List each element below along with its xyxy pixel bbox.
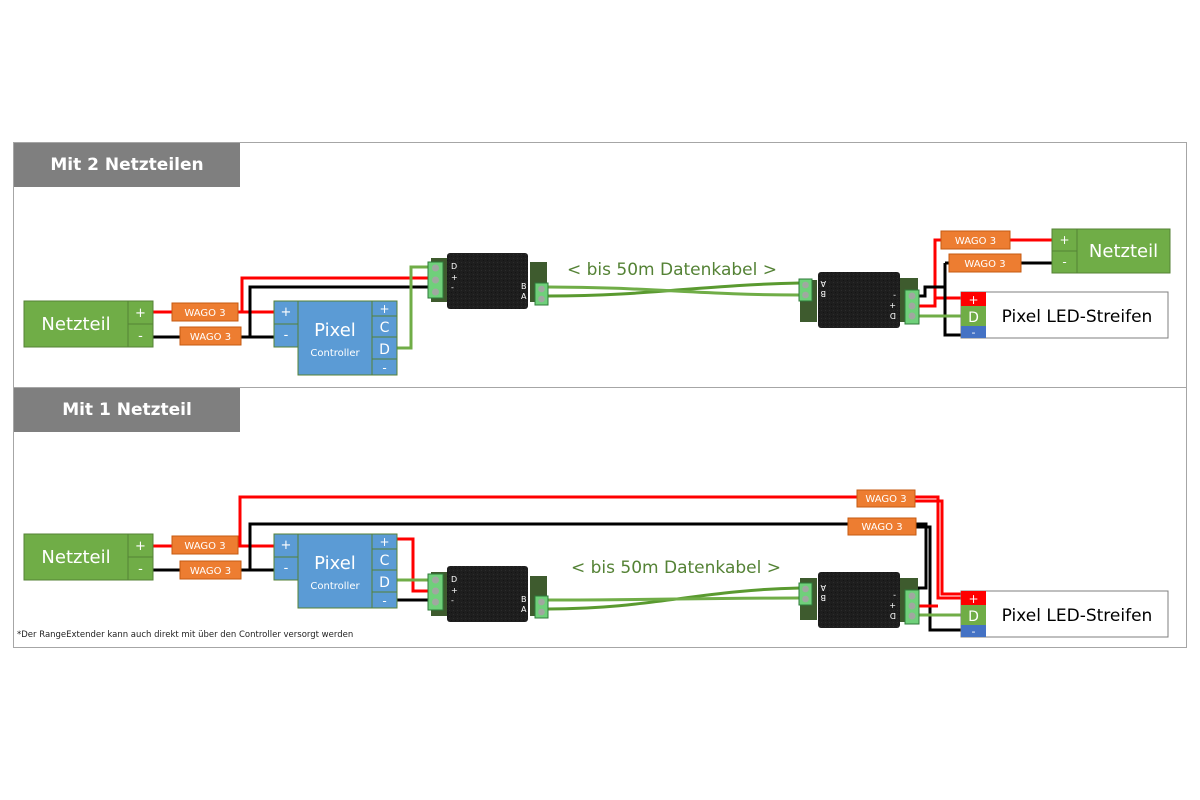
psu-plus-pin: + — [135, 306, 146, 321]
wires — [153, 238, 1052, 350]
wago-connector: WAGO 3 — [856, 489, 916, 508]
svg-text:WAGO 3: WAGO 3 — [184, 541, 225, 552]
svg-text:C: C — [380, 553, 390, 569]
data-cable-label: < bis 50m Datenkabel > — [567, 260, 777, 280]
svg-text:+: + — [281, 538, 292, 553]
svg-text:A: A — [521, 292, 527, 301]
section-title-two-psu: Mit 2 Netzteilen — [14, 143, 240, 187]
psu-label: Netzteil — [1089, 241, 1158, 262]
wire-red — [153, 495, 962, 600]
svg-text:WAGO 3: WAGO 3 — [955, 236, 996, 247]
psu-label: Netzteil — [41, 314, 110, 335]
svg-text:+: + — [451, 586, 458, 595]
wire-black — [153, 522, 962, 632]
wago-connector: WAGO 3 — [179, 326, 242, 346]
section-divider — [13, 387, 1187, 388]
svg-text:D: D — [968, 310, 979, 326]
diagram-frame — [13, 142, 1187, 648]
svg-text:-: - — [451, 596, 454, 605]
svg-text:B: B — [521, 282, 527, 291]
svg-text:+: + — [968, 592, 978, 606]
data-cable-label: < bis 50m Datenkabel > — [571, 558, 781, 578]
svg-text:+: + — [281, 305, 292, 320]
svg-text:WAGO 3: WAGO 3 — [190, 332, 231, 343]
range-extender-tx: D + - B A — [427, 566, 549, 622]
svg-text:A: A — [820, 583, 826, 592]
svg-text:A: A — [521, 605, 527, 614]
svg-text:C: C — [380, 320, 390, 336]
svg-text:-: - — [893, 591, 896, 600]
svg-text:A: A — [820, 279, 826, 288]
range-extender-tx: D + - B A — [427, 253, 549, 309]
svg-text:-: - — [284, 561, 289, 576]
svg-text:D: D — [968, 609, 979, 625]
svg-text:-: - — [1062, 255, 1066, 269]
led-strip: + D - Pixel LED-Streifen — [960, 291, 1169, 339]
wago-connector: WAGO 3 — [171, 535, 239, 555]
led-strip: + D - Pixel LED-Streifen — [960, 590, 1169, 638]
svg-text:+: + — [1059, 233, 1069, 247]
psu-left: Netzteil + - — [23, 300, 154, 348]
range-extender-rx: A B - + D — [798, 272, 920, 328]
svg-text:-: - — [972, 326, 976, 339]
data-cable-b — [547, 285, 801, 297]
controller-subtitle: Controller — [310, 348, 360, 359]
svg-text:WAGO 3: WAGO 3 — [190, 566, 231, 577]
controller-title: Pixel — [314, 320, 356, 341]
svg-text:+: + — [889, 301, 896, 310]
svg-text:D: D — [379, 575, 390, 591]
wago-connector: WAGO 3 — [847, 517, 917, 536]
svg-text:+: + — [889, 601, 896, 610]
svg-text:WAGO 3: WAGO 3 — [865, 494, 906, 505]
wires — [153, 495, 962, 632]
svg-text:-: - — [284, 328, 289, 343]
svg-text:D: D — [451, 575, 457, 584]
psu-minus-pin: - — [138, 329, 143, 344]
range-extender-rx: A B - + D — [798, 572, 920, 628]
svg-text:B: B — [521, 595, 527, 604]
svg-text:-: - — [382, 361, 386, 375]
pixel-controller: + - Pixel Controller + C D - — [273, 300, 398, 376]
svg-text:-: - — [382, 594, 386, 608]
section-two-psu: Netzteil + - WAGO 3 WAGO 3 + - Pixel Con… — [23, 228, 1171, 376]
pixel-controller: + - Pixel Controller + C D - — [273, 533, 398, 609]
controller-subtitle: Controller — [310, 581, 360, 592]
svg-text:+: + — [968, 293, 978, 307]
svg-text:-: - — [138, 562, 143, 577]
data-cable-b — [547, 596, 801, 602]
svg-text:+: + — [135, 539, 146, 554]
svg-text:B: B — [821, 289, 827, 298]
svg-text:-: - — [893, 291, 896, 300]
footnote: *Der RangeExtender kann auch direkt mit … — [17, 630, 354, 640]
psu-left: Netzteil + - — [23, 533, 154, 581]
svg-text:-: - — [972, 625, 976, 638]
controller-title: Pixel — [314, 553, 356, 574]
svg-text:WAGO 3: WAGO 3 — [964, 259, 1005, 270]
led-strip-label: Pixel LED-Streifen — [1002, 606, 1153, 626]
psu-right: + - Netzteil — [1051, 228, 1171, 274]
svg-text:B: B — [821, 593, 827, 602]
svg-text:-: - — [451, 283, 454, 292]
led-strip-label: Pixel LED-Streifen — [1002, 307, 1153, 327]
wago-connector: WAGO 3 — [179, 560, 242, 580]
section-title-one-psu: Mit 1 Netzteil — [14, 388, 240, 432]
svg-text:WAGO 3: WAGO 3 — [184, 308, 225, 319]
svg-text:+: + — [379, 535, 389, 549]
wire-red-rx — [918, 238, 1052, 308]
svg-text:WAGO 3: WAGO 3 — [861, 522, 902, 533]
section-one-psu: Netzteil + - WAGO 3 WAGO 3 + - Pixel Con… — [23, 489, 1169, 638]
wire-red-ctrl — [397, 537, 432, 593]
wago-connector: WAGO 3 — [171, 302, 239, 322]
svg-text:D: D — [890, 611, 896, 620]
svg-text:D: D — [451, 262, 457, 271]
svg-text:+: + — [379, 302, 389, 316]
wago-connector: WAGO 3 — [940, 230, 1011, 250]
svg-text:+: + — [451, 273, 458, 282]
svg-text:D: D — [379, 342, 390, 358]
wire-black-rx — [918, 261, 1052, 337]
svg-text:D: D — [890, 311, 896, 320]
wago-connector: WAGO 3 — [948, 253, 1022, 273]
psu-label: Netzteil — [41, 547, 110, 568]
